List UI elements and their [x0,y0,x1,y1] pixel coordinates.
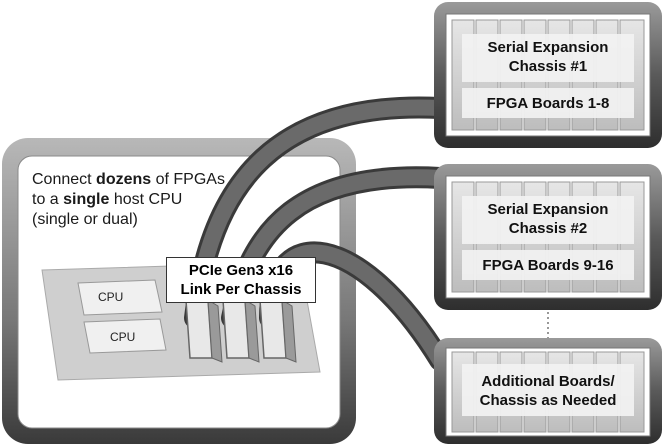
chassis-3-title-line2: Chassis as Needed [479,392,617,409]
chassis-1 [434,2,662,148]
host-text-part-3: single [63,191,110,208]
host-text-part-0: Connect [32,171,97,188]
host-text-part-1: dozens [96,171,152,188]
chassis-2 [434,164,662,310]
pcie-slots [185,299,297,363]
cpu-label-1: CPU [98,290,124,304]
pcie-label-line1: PCIe Gen3 x16 [188,262,294,279]
chassis-2-title-line1: Serial Expansion [487,201,609,218]
pcie-link-label: PCIe Gen3 x16 Link Per Chassis [166,257,316,303]
cpu-chip-1 [77,279,163,316]
chassis-3-title-line1: Additional Boards/ [481,373,615,390]
chassis-1-boards-label: FPGA Boards 1-8 [486,95,610,112]
host-text-part-4: host CPU (single or dual) [32,191,183,228]
cpu-label-2: CPU [110,330,136,344]
pcie-slot-3 [259,299,297,363]
chassis-1-title-line2: Chassis #1 [508,58,588,75]
host-text-part-2: of FPGAs to a [32,171,225,208]
chassis-3 [434,338,662,444]
chassis-1-title-line1: Serial Expansion [487,39,609,56]
chassis-1-title: Serial Expansion Chassis #1 [462,38,634,76]
pcie-label-line2: Link Per Chassis [180,281,302,298]
chassis-2-title-line2: Chassis #2 [508,220,588,237]
chassis-3-title: Additional Boards/ Chassis as Needed [462,372,634,410]
chassis-2-boards-label: FPGA Boards 9-16 [482,257,614,274]
cpu-chip-2 [83,318,167,354]
pcie-slot-2 [222,299,260,363]
host-description: Connect dozens of FPGAs to a single host… [32,170,232,230]
chassis-2-title: Serial Expansion Chassis #2 [462,200,634,238]
pcie-slot-1 [185,299,223,363]
